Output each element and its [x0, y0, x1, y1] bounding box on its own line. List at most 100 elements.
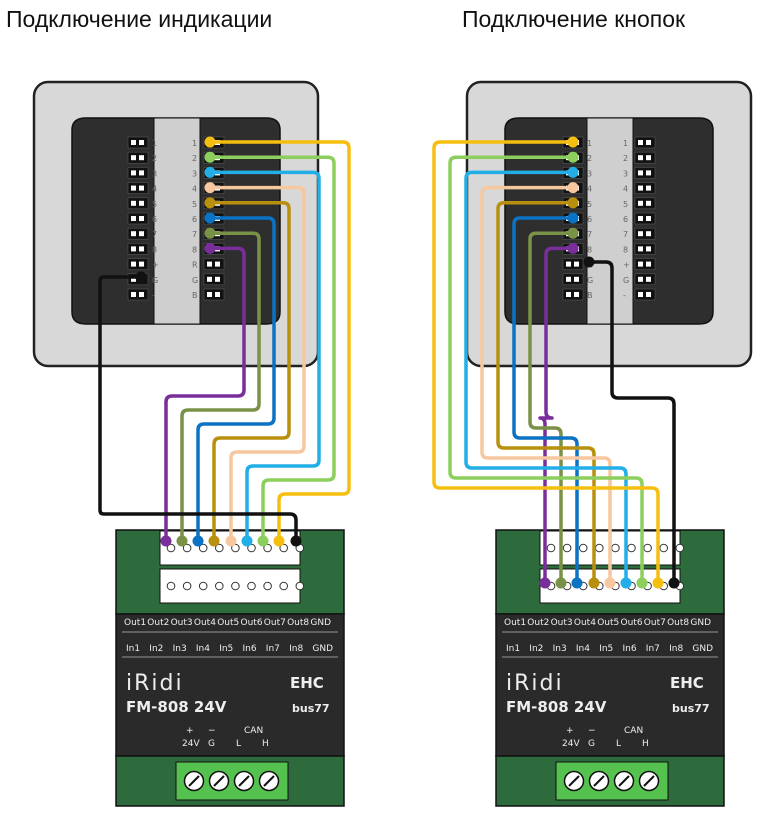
terminal-body: [634, 273, 656, 286]
wire-end: [204, 197, 216, 209]
terminal-hole: [566, 261, 571, 267]
can-l: L: [236, 739, 241, 749]
screw-terminal: [279, 543, 289, 553]
wire-end: [208, 535, 220, 547]
out-label: Out2: [147, 618, 169, 628]
terminal-hole: [131, 292, 136, 297]
out-label: Out1: [504, 618, 526, 628]
out-label: Out5: [597, 618, 619, 628]
terminal-body: [562, 288, 584, 301]
wire: [208, 170, 321, 542]
pin-label: G: [192, 276, 198, 285]
wire: [496, 201, 596, 584]
wire: [208, 201, 291, 542]
screw-slot: [263, 775, 275, 787]
wire-end: [273, 535, 285, 547]
terminal-body: [127, 288, 149, 301]
terminal-body: [203, 288, 225, 301]
terminal-block: [127, 258, 149, 270]
wire-end: [636, 577, 648, 589]
terminal-hole: [646, 261, 651, 267]
in-label: In4: [576, 644, 590, 654]
pin-label: 5: [587, 200, 592, 209]
terminal-body: [634, 212, 656, 225]
terminal-hole: [638, 200, 643, 206]
power-minus: −: [588, 726, 596, 736]
wire-end: [555, 577, 567, 589]
terminal-body: [127, 136, 149, 149]
pin-label: 4: [152, 185, 157, 194]
in-label: In3: [173, 644, 187, 654]
pin-label: 2: [192, 154, 197, 163]
terminal-block: [562, 258, 584, 270]
pin-label: G: [152, 276, 158, 285]
wire-end: [204, 242, 216, 254]
pin-label: B: [587, 291, 593, 300]
pin-label: 7: [623, 230, 628, 239]
connector-strip: [586, 117, 634, 325]
out-label: Out7: [264, 618, 286, 628]
pin-label: 8: [192, 245, 197, 254]
wire-end: [204, 182, 216, 194]
wire: [208, 185, 306, 542]
terminal-hole: [215, 261, 220, 267]
screw-slot: [568, 775, 580, 787]
pin-label: 6: [192, 215, 197, 224]
wires-buttons: [432, 136, 680, 589]
terminal-body: [634, 227, 656, 240]
brand-logo: iRidi: [506, 671, 564, 696]
pin-label: 7: [152, 230, 157, 239]
out-label: Out8: [287, 618, 309, 628]
screw-terminal: [247, 543, 256, 553]
wire-end: [588, 577, 600, 589]
terminal-hole: [574, 261, 579, 267]
terminal-body: [203, 273, 225, 286]
terminal-body: [127, 197, 149, 210]
terminal-body: [634, 288, 656, 301]
wire: [538, 246, 575, 584]
module-body: [115, 613, 345, 757]
in-label: In7: [266, 644, 280, 654]
pin-label: B: [192, 291, 198, 300]
terminal-hole: [139, 231, 144, 237]
out-label: Out5: [217, 618, 239, 628]
connector-strip: [153, 117, 201, 325]
terminal-block: [127, 243, 149, 255]
terminal-hole: [131, 216, 136, 221]
terminal-hole: [131, 170, 136, 176]
can-h: H: [642, 739, 649, 749]
wire-end: [567, 182, 579, 194]
terminal-block: [634, 258, 656, 270]
power-plus: +: [186, 726, 194, 736]
out-label: Out6: [241, 618, 263, 628]
model-label: FM-808 24V: [506, 698, 607, 716]
can-label: CAN: [624, 726, 643, 736]
eac-mark: ЕНС: [670, 674, 704, 692]
screw-terminal: [595, 543, 604, 553]
wire-gnd: [98, 275, 298, 542]
in-label: In4: [196, 644, 210, 654]
in-label: In1: [506, 644, 520, 654]
in-label: In7: [646, 644, 660, 654]
pin-label: 5: [192, 200, 197, 209]
wire: [464, 170, 628, 584]
wire-end: [567, 227, 579, 239]
pin-label: 4: [192, 185, 197, 194]
pin-label: +: [152, 261, 159, 270]
terminal-body: [562, 258, 584, 270]
terminal-hole: [131, 246, 136, 252]
screw-terminal: [627, 543, 636, 553]
terminal-block: [127, 151, 149, 164]
terminal-hole: [131, 140, 136, 145]
pin-label: 4: [587, 185, 592, 194]
screw-terminal: [263, 543, 272, 553]
in-label: In1: [126, 644, 140, 654]
pin-label: 4: [623, 185, 628, 194]
in-label: In5: [219, 644, 233, 654]
out-label: GND: [690, 618, 711, 628]
wire: [528, 231, 575, 584]
pin-label: 6: [152, 215, 157, 224]
pin-label: 2: [587, 154, 592, 163]
terminal-hole: [131, 231, 136, 237]
